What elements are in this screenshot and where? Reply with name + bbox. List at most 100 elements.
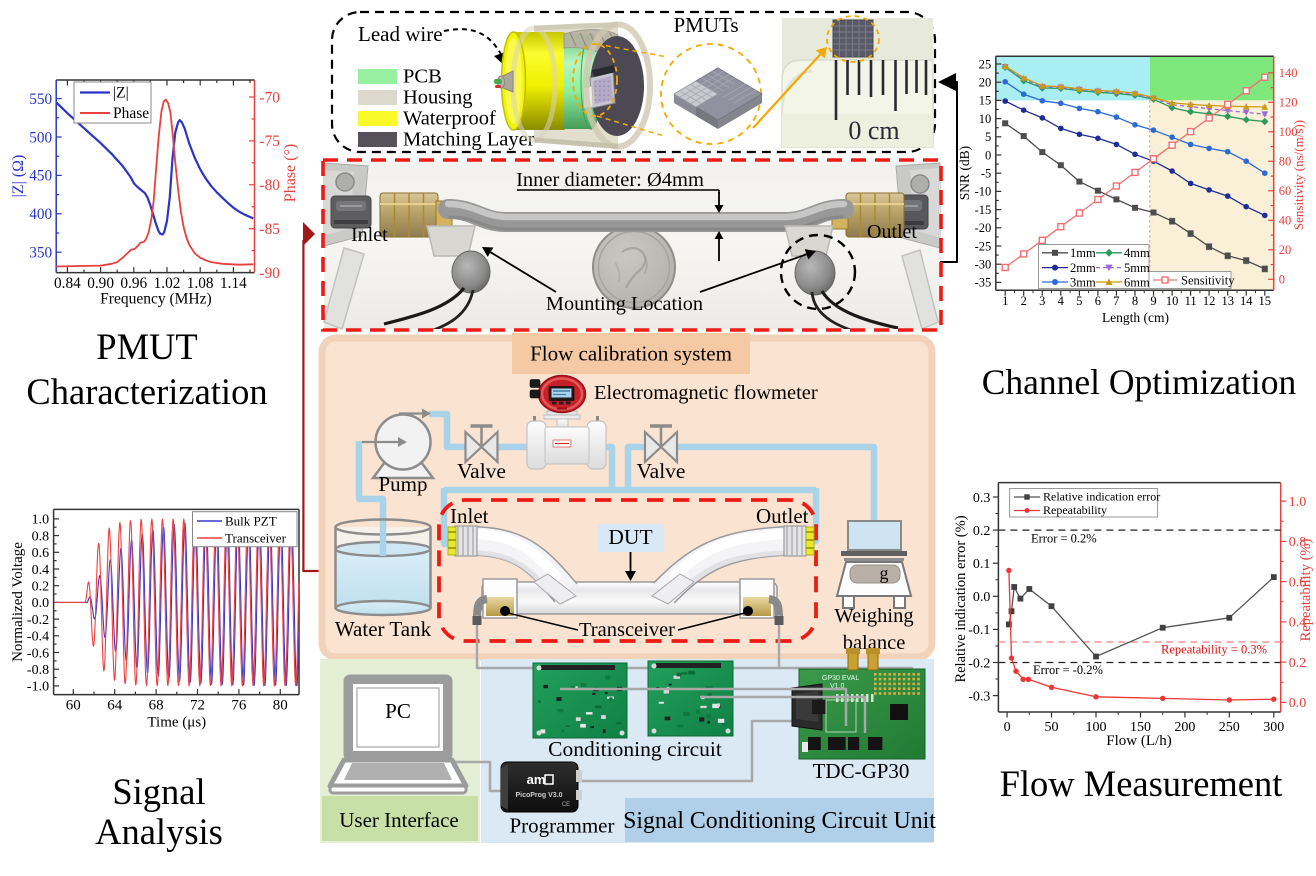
svg-text:Outlet: Outlet	[867, 221, 917, 243]
svg-text:50: 50	[1045, 720, 1059, 735]
svg-text:Error = -0.2%: Error = -0.2%	[1033, 663, 1103, 677]
svg-text:Transceiver: Transceiver	[579, 619, 675, 641]
svg-text:6mm: 6mm	[1124, 275, 1150, 289]
svg-text:Time (μs): Time (μs)	[147, 715, 206, 731]
svg-text:-0.3: -0.3	[968, 689, 990, 704]
svg-text:-0.1: -0.1	[968, 623, 990, 638]
svg-text:0.0: 0.0	[973, 590, 991, 605]
svg-text:500: 500	[29, 129, 52, 146]
svg-text:Sensitivity (ns/(m/s)): Sensitivity (ns/(m/s))	[1291, 120, 1306, 230]
svg-text:3mm: 3mm	[1070, 275, 1096, 289]
svg-text:40: 40	[1279, 214, 1292, 228]
svg-text:100: 100	[1086, 720, 1107, 735]
svg-text:5mm: 5mm	[1124, 261, 1150, 275]
svg-text:Frequency (MHz): Frequency (MHz)	[100, 291, 211, 308]
svg-text:1: 1	[1002, 294, 1008, 308]
svg-text:4mm: 4mm	[1124, 246, 1150, 260]
svg-text:-0.6: -0.6	[27, 646, 49, 661]
svg-text:1.14: 1.14	[220, 275, 247, 292]
svg-text:PCB: PCB	[403, 66, 442, 88]
svg-text:76: 76	[231, 698, 247, 714]
svg-text:Repeatability: Repeatability	[1043, 503, 1107, 517]
svg-text:0.8: 0.8	[32, 529, 50, 544]
svg-text:Bulk PZT: Bulk PZT	[225, 513, 277, 528]
svg-text:60: 60	[1279, 184, 1292, 198]
svg-text:g: g	[880, 563, 889, 583]
svg-text:14: 14	[1240, 294, 1253, 308]
svg-text:Signal Conditioning Circuit Un: Signal Conditioning Circuit Unit	[623, 808, 936, 834]
svg-text:0.4: 0.4	[32, 563, 50, 578]
svg-text:0.96: 0.96	[120, 275, 147, 292]
svg-text:-80: -80	[260, 177, 281, 194]
svg-text:2: 2	[1021, 294, 1027, 308]
svg-text:Mounting Location: Mounting Location	[546, 293, 703, 315]
svg-text:Housing: Housing	[403, 87, 472, 109]
svg-text:Length (cm): Length (cm)	[1102, 310, 1169, 325]
svg-text:9: 9	[1150, 294, 1156, 308]
svg-text:15: 15	[1259, 294, 1272, 308]
svg-text:PicoProg V3.0: PicoProg V3.0	[515, 792, 562, 799]
svg-text:150: 150	[1130, 720, 1151, 735]
svg-text:Relative indication error: Relative indication error	[1043, 490, 1160, 504]
svg-text:Flow Measurement: Flow Measurement	[1000, 763, 1283, 804]
svg-text:-70: -70	[260, 89, 281, 106]
svg-text:-25: -25	[975, 239, 992, 253]
svg-text:60: 60	[66, 698, 81, 714]
svg-text:5: 5	[985, 130, 991, 144]
svg-text:350: 350	[29, 245, 52, 262]
svg-text:1mm: 1mm	[1070, 246, 1096, 260]
svg-text:PMUTs: PMUTs	[673, 13, 738, 37]
svg-text:Sensitivity: Sensitivity	[1181, 273, 1235, 287]
svg-text:V1.0: V1.0	[830, 683, 845, 690]
svg-text:10: 10	[979, 112, 992, 126]
svg-text:10: 10	[1166, 294, 1179, 308]
svg-text:Programmer: Programmer	[510, 814, 615, 838]
svg-text:12: 12	[1203, 294, 1216, 308]
svg-text:0: 0	[1004, 720, 1011, 735]
svg-text:1.0: 1.0	[1289, 495, 1307, 510]
svg-text:-10: -10	[975, 185, 992, 199]
svg-text:Matching Layer: Matching Layer	[403, 129, 535, 151]
svg-text:0.6: 0.6	[32, 546, 50, 561]
svg-text:400: 400	[29, 206, 52, 223]
svg-text:Phase (°): Phase (°)	[282, 144, 299, 202]
svg-text:3: 3	[1039, 294, 1045, 308]
svg-text:80: 80	[1279, 155, 1292, 169]
svg-text:-90: -90	[260, 265, 281, 282]
svg-text:Pump: Pump	[378, 472, 427, 496]
svg-text:Inlet: Inlet	[450, 504, 489, 528]
svg-text:0.8: 0.8	[1289, 535, 1307, 550]
svg-text:-0.8: -0.8	[27, 663, 49, 678]
svg-text:Error = 0.2%: Error = 0.2%	[1031, 532, 1097, 546]
svg-text:Channel Optimization: Channel Optimization	[982, 362, 1297, 402]
svg-text:Phase: Phase	[113, 105, 149, 122]
svg-text:4: 4	[1058, 294, 1065, 308]
svg-text:Flow calibration system: Flow calibration system	[530, 342, 732, 366]
svg-text:Inlet: Inlet	[351, 224, 388, 246]
svg-text:am: am	[527, 772, 546, 787]
svg-text:25: 25	[979, 57, 992, 71]
svg-text:-5: -5	[981, 167, 991, 181]
svg-text:0: 0	[985, 148, 991, 162]
svg-text:11: 11	[1185, 294, 1197, 308]
svg-text:|Z|: |Z|	[113, 85, 129, 102]
svg-text:-20: -20	[975, 221, 992, 235]
svg-text:13: 13	[1221, 294, 1234, 308]
svg-text:450: 450	[29, 168, 52, 185]
svg-text:PMUT: PMUT	[96, 326, 197, 367]
svg-text:Waterproof: Waterproof	[403, 108, 496, 130]
svg-text:0.3: 0.3	[973, 491, 991, 506]
svg-text:Outlet: Outlet	[756, 504, 809, 528]
svg-text:300: 300	[1263, 720, 1284, 735]
svg-text:Conditioning circuit: Conditioning circuit	[548, 737, 722, 761]
svg-text:68: 68	[149, 698, 164, 714]
svg-text:-0.2: -0.2	[968, 656, 990, 671]
svg-text:|Z| (Ω): |Z| (Ω)	[10, 155, 27, 198]
svg-text:1.08: 1.08	[187, 275, 214, 292]
svg-text:120: 120	[1279, 96, 1298, 110]
svg-text:6: 6	[1095, 294, 1101, 308]
svg-text:Electromagnetic flowmeter: Electromagnetic flowmeter	[594, 382, 818, 404]
svg-text:0: 0	[1279, 273, 1285, 287]
svg-text:Weighing: Weighing	[834, 605, 913, 627]
svg-text:-1.0: -1.0	[27, 680, 49, 695]
